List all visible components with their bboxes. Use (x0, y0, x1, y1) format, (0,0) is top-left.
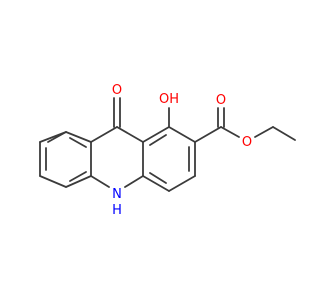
bond-to-ester-oxygen (220, 126, 240, 138)
double-bond-inner (149, 134, 167, 146)
atom-hydroxyl: OH (159, 92, 179, 107)
atom-oxygen-carbonyl: O (216, 93, 226, 108)
bond-ethyl (254, 126, 274, 138)
bond (39, 131, 67, 143)
bond (65, 175, 92, 188)
ester-group (194, 107, 296, 143)
bond (124, 175, 144, 188)
right-benzene-ring (142, 107, 196, 192)
molecule-canvas: O OH O O N H (39, 82, 296, 218)
central-ring (90, 97, 144, 188)
bond (194, 126, 222, 143)
double-bond-inner (69, 137, 87, 148)
bond (90, 175, 110, 188)
bond (116, 126, 144, 143)
bond (142, 175, 170, 192)
left-benzene-ring (39, 131, 92, 188)
atom-nitrogen: N (112, 187, 122, 202)
double-bond-inner (149, 172, 167, 184)
bond (142, 126, 170, 143)
bond (168, 126, 196, 143)
bond (39, 175, 67, 188)
atom-oxygen-ketone: O (112, 83, 122, 98)
double-bond-inner (69, 171, 87, 182)
bond (65, 131, 92, 143)
atom-nitrogen-hydrogen: H (112, 203, 122, 218)
molecule-structure: O OH O O N H (39, 83, 296, 218)
bond-ethyl (272, 126, 296, 141)
bond (90, 126, 118, 143)
bond (168, 175, 196, 192)
atom-oxygen-ester: O (242, 135, 252, 150)
